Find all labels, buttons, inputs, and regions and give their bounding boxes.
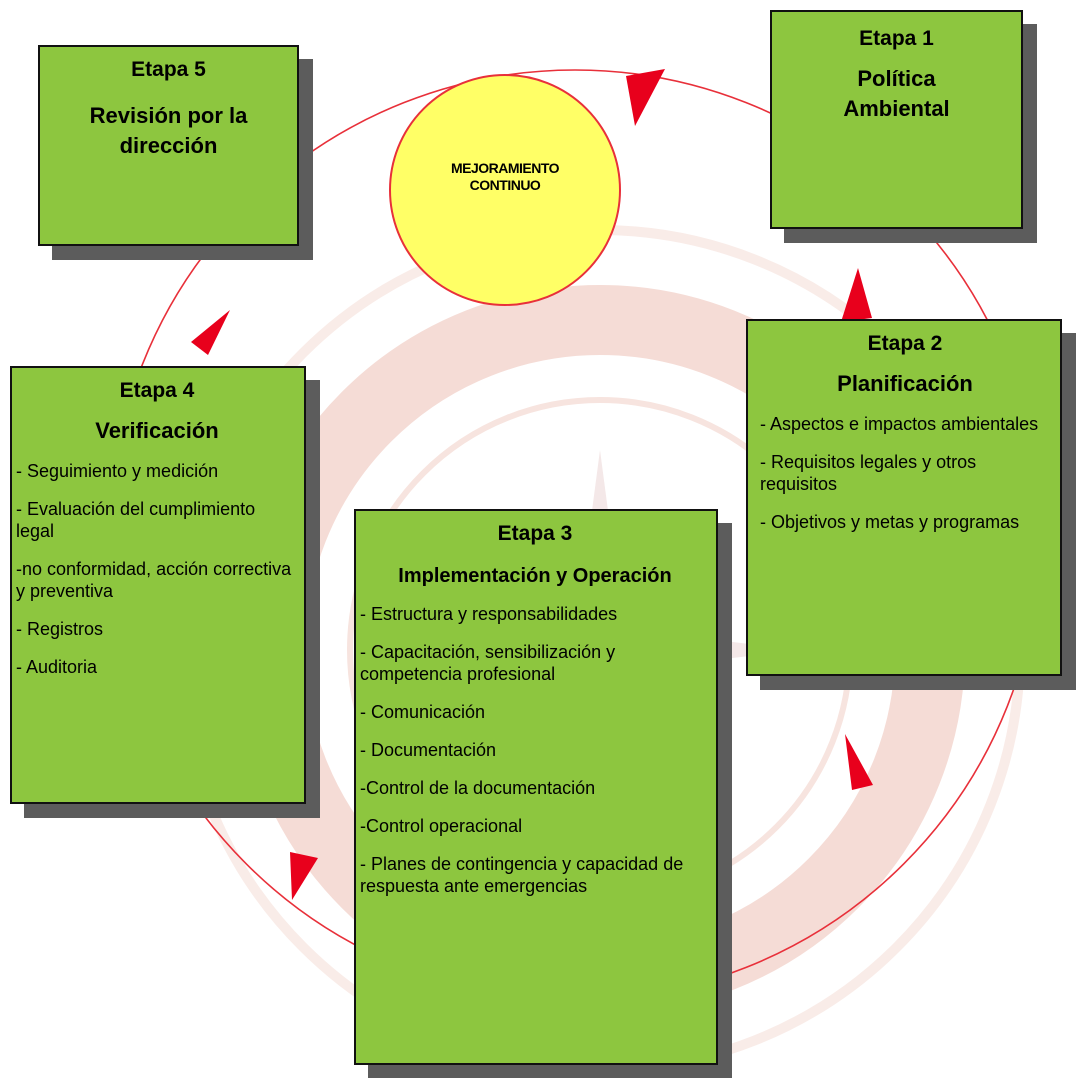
stage-5-label: Etapa 5 — [131, 58, 206, 81]
stage-4-box: Etapa 4 Verificación - Seguimiento y med… — [10, 366, 306, 804]
stage-1-title: Política Ambiental — [843, 66, 950, 121]
stage-2-title: Planificación — [837, 371, 973, 396]
stage-4-item: -no conformidad, acción correctiva y pre… — [16, 559, 292, 601]
stage-3-title: Implementación y Operación — [398, 565, 672, 587]
arrow-1-icon — [626, 69, 665, 126]
stage-4-item: - Registros — [16, 619, 104, 639]
stage-3-label: Etapa 3 — [497, 522, 573, 545]
stage-2-items: - Aspectos e impactos ambientales - Requ… — [760, 413, 1050, 533]
center-label: MEJORAMIENTO CONTINUO — [450, 160, 560, 193]
arrow-4-icon — [290, 852, 318, 900]
stage-5-title: Revisión por la dirección — [89, 103, 248, 158]
stage-4-items: - Seguimiento y medición - Evaluación de… — [16, 460, 298, 678]
stage-3-items: - Estructura y responsabilidades - Capac… — [360, 603, 710, 897]
stage-3-item: - Documentación — [360, 740, 497, 760]
stage-4-title: Verificación — [95, 418, 219, 443]
stage-3-item: - Capacitación, sensibilización y compet… — [360, 642, 616, 684]
arrow-5-icon — [191, 310, 230, 355]
stage-3-item: - Planes de contingencia y capacidad de … — [360, 854, 684, 896]
stage-2-item: - Requisitos legales y otros requisitos — [760, 452, 977, 494]
stage-2-item: - Objetivos y metas y programas — [760, 512, 1020, 532]
stage-1-label: Etapa 1 — [859, 27, 934, 50]
continuous-improvement-circle — [389, 74, 621, 306]
stage-3-item: -Control de la documentación — [360, 778, 596, 798]
arrow-2-icon — [841, 268, 872, 322]
stage-2-label: Etapa 2 — [867, 332, 943, 355]
stage-4-item: - Seguimiento y medición — [16, 461, 219, 481]
stage-1-box: Etapa 1 Política Ambiental — [770, 10, 1023, 229]
stage-4-item: - Auditoria — [16, 657, 98, 677]
stage-3-item: - Comunicación — [360, 702, 486, 722]
stage-2-box: Etapa 2 Planificación - Aspectos e impac… — [746, 319, 1062, 676]
arrow-3-icon — [845, 734, 873, 790]
stage-2-item: - Aspectos e impactos ambientales — [760, 414, 1039, 434]
stage-3-item: -Control operacional — [360, 816, 523, 836]
stage-3-item: - Estructura y responsabilidades — [360, 604, 618, 624]
stage-3-box: Etapa 3 Implementación y Operación - Est… — [354, 509, 718, 1065]
stage-4-item: - Evaluación del cumplimiento legal — [16, 499, 256, 541]
stage-4-label: Etapa 4 — [119, 379, 195, 402]
stage-5-box: Etapa 5 Revisión por la dirección — [38, 45, 299, 246]
